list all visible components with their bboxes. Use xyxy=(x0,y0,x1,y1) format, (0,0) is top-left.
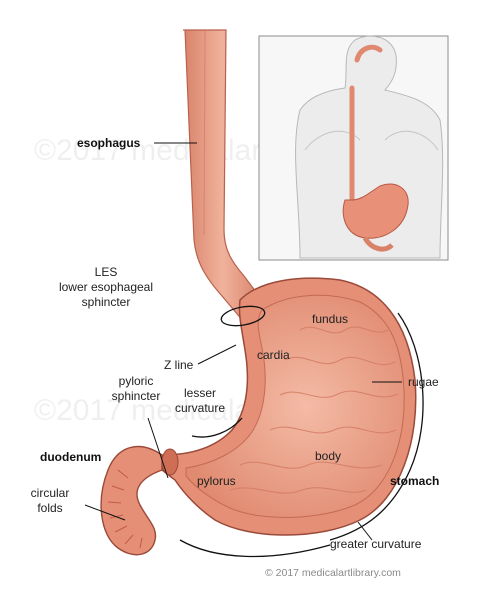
label-les: LES xyxy=(95,265,118,279)
label-duodenum: duodenum xyxy=(40,450,101,464)
circular-folds-leader xyxy=(84,504,126,521)
lesser-curvature-arc xyxy=(191,417,243,438)
label-curvature: curvature xyxy=(175,401,225,415)
les-ring xyxy=(220,305,266,327)
label-fundus: fundus xyxy=(312,312,348,326)
esophagus-tube xyxy=(183,29,263,323)
inset-esophagus xyxy=(349,44,383,203)
esophagus-lumen-line xyxy=(203,29,206,236)
greater-curvature-arc xyxy=(179,539,331,558)
label-cardia: cardia xyxy=(257,348,290,362)
copyright-text: © 2017 medicalartlibrary.com xyxy=(265,567,401,579)
inset-lungs xyxy=(304,130,439,151)
pyloric-sphincter-leader xyxy=(147,417,169,479)
label-les-line3: sphincter xyxy=(82,295,131,309)
duodenum-tube xyxy=(100,445,163,556)
rugae-folds xyxy=(229,326,399,494)
label-lesser: lesser xyxy=(184,386,216,400)
label-stomach: stomach xyxy=(390,474,439,488)
label-pylorus: pylorus xyxy=(197,474,236,488)
stomach-mucosa xyxy=(185,294,405,518)
inset-stomach xyxy=(342,183,409,239)
inset-torso-view xyxy=(258,35,449,261)
inset-duodenum xyxy=(362,236,394,252)
stomach-outer-arc xyxy=(329,312,424,541)
label-circular: circular xyxy=(31,486,70,500)
label-z-line: Z line xyxy=(164,358,194,372)
label-greater-curvature: greater curvature xyxy=(330,537,422,551)
greater-curvature-leader xyxy=(357,521,373,541)
label-pyloric: pyloric xyxy=(119,374,154,388)
pyloric-sphincter-ring xyxy=(161,448,179,476)
label-body: body xyxy=(315,449,341,463)
label-les-line2: lower esophageal xyxy=(59,280,153,294)
z-line-leader xyxy=(197,344,237,365)
label-pyloric-sphincter: sphincter xyxy=(112,389,161,403)
label-folds: folds xyxy=(37,501,62,515)
label-rugae: rugae xyxy=(408,375,439,389)
label-esophagus: esophagus xyxy=(77,136,141,150)
